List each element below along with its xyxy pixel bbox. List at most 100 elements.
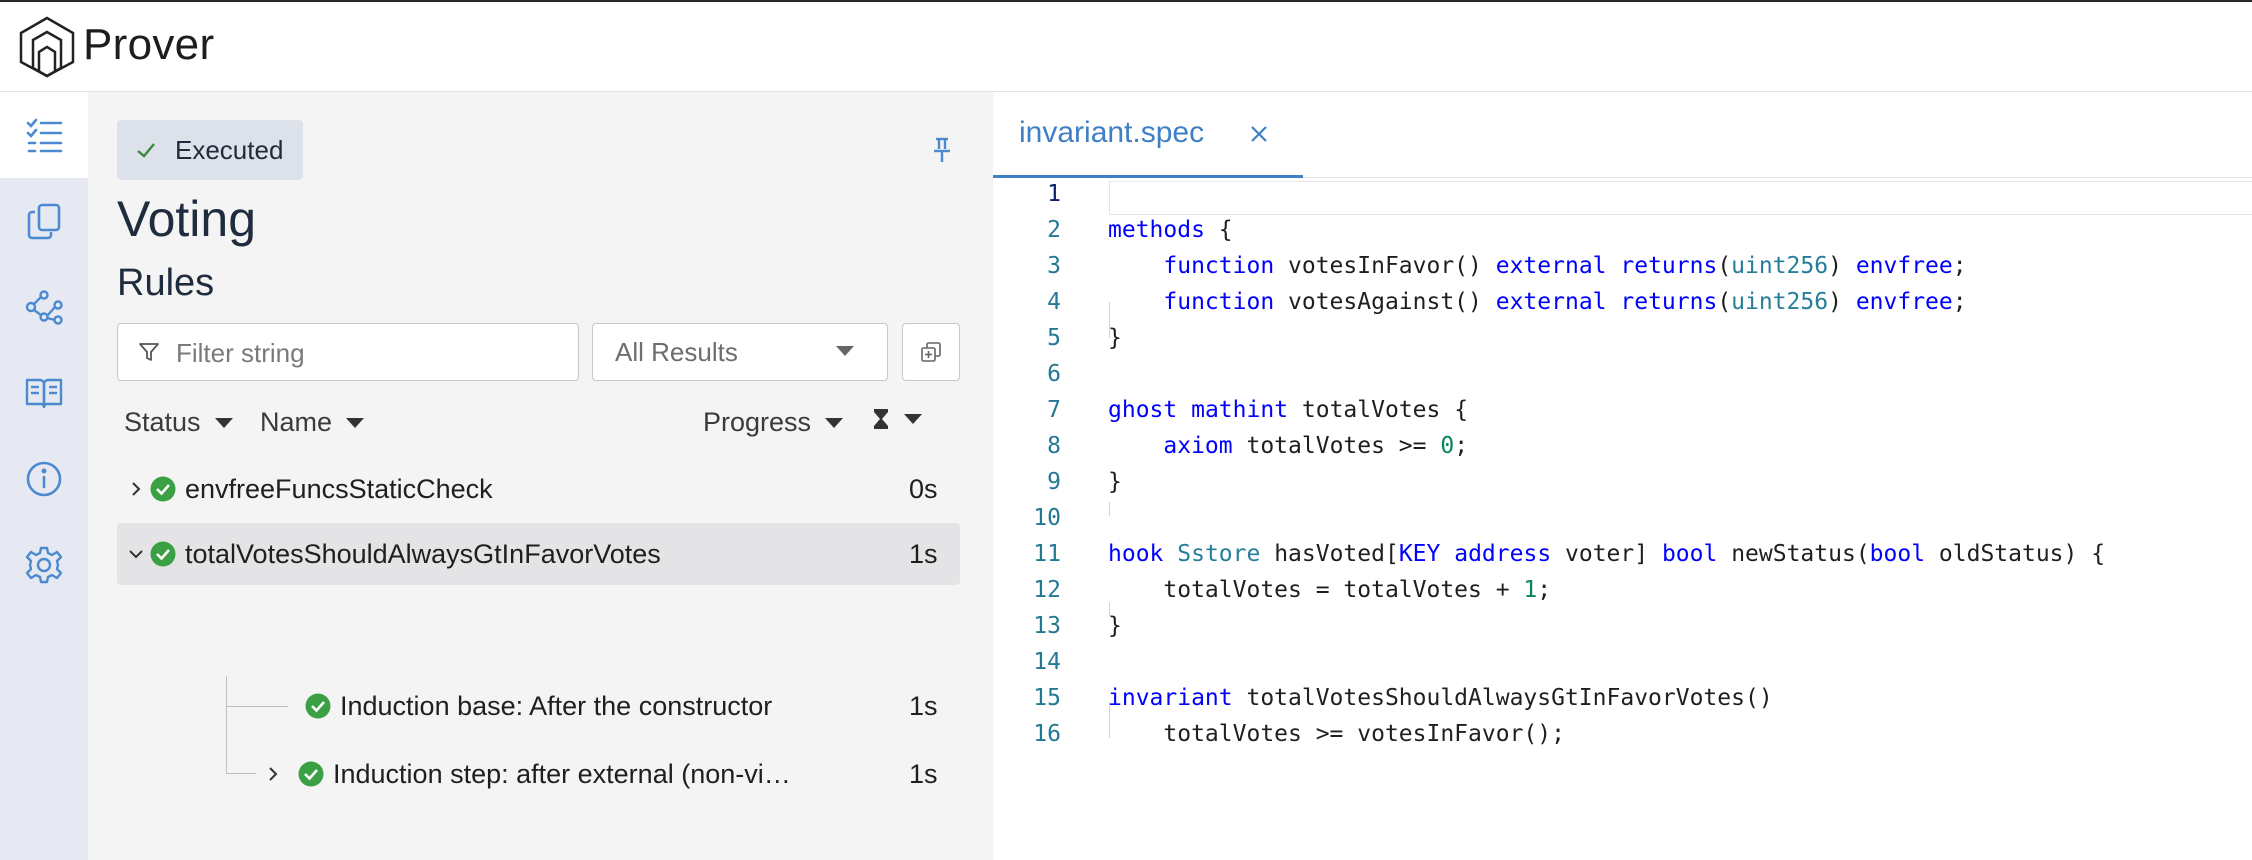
rules-panel: Executed Voting Rules All Results Status… — [88, 92, 993, 860]
page-title: Voting — [117, 191, 257, 247]
subrule-row[interactable]: Induction step: after external (non-vi… … — [117, 743, 960, 805]
info-icon — [26, 461, 62, 497]
window-top-border — [0, 0, 2252, 2]
line-number: 1 — [1047, 181, 1061, 207]
filter-field[interactable] — [117, 323, 579, 381]
rule-row[interactable]: envfreeFuncsStaticCheck 0s — [117, 458, 960, 520]
rule-name: totalVotesShouldAlwaysGtInFavorVotes — [185, 539, 661, 569]
column-progress-label: Progress — [703, 407, 812, 437]
rules-list-icon — [26, 118, 63, 153]
code-line: } — [1108, 469, 1122, 495]
settings-icon — [25, 546, 63, 584]
status-badge-label: Executed — [175, 134, 284, 165]
prover-logo-icon — [19, 16, 75, 78]
line-number: 2 — [1047, 217, 1061, 243]
docs-icon — [25, 378, 63, 409]
line-number: 5 — [1047, 325, 1061, 351]
subrule-time: 1s — [909, 691, 938, 721]
rule-row-selected[interactable]: totalVotesShouldAlwaysGtInFavorVotes 1s — [117, 523, 960, 585]
column-progress-header[interactable]: Progress — [703, 407, 844, 438]
subrule-row[interactable]: Induction base: After the constructor 1s — [117, 675, 960, 737]
rail-files-button[interactable] — [0, 178, 88, 264]
line-number: 11 — [1033, 541, 1061, 567]
status-badge: Executed — [117, 120, 303, 180]
indent-guide — [1109, 502, 1110, 516]
hourglass-icon — [874, 409, 888, 429]
column-time-header[interactable] — [872, 407, 922, 431]
line-number: 4 — [1047, 289, 1061, 315]
code-line: totalVotes = totalVotes + 1; — [1108, 577, 1552, 603]
rail-docs-button[interactable] — [0, 350, 88, 436]
line-number: 10 — [1033, 505, 1061, 531]
code-line: hook Sstore hasVoted[KEY address voter] … — [1108, 541, 2106, 567]
column-name-header[interactable]: Name — [260, 407, 365, 438]
rail-graph-button[interactable] — [0, 264, 88, 350]
subrule-time: 1s — [909, 759, 938, 789]
app-header: Prover — [0, 2, 2252, 92]
line-number: 7 — [1047, 397, 1061, 423]
pin-icon[interactable] — [930, 136, 954, 164]
copy-button[interactable] — [902, 323, 960, 381]
brand-name: Prover — [83, 20, 215, 69]
line-number: 8 — [1047, 433, 1061, 459]
code-line: methods { — [1108, 217, 1233, 243]
code-editor[interactable]: invariant.spec 1 2 3 4 5 6 7 8 9 10 11 1… — [993, 92, 2252, 860]
code-line: function votesAgainst() external returns… — [1163, 289, 1967, 315]
code-line: invariant totalVotesShouldAlwaysGtInFavo… — [1108, 685, 1773, 711]
files-icon — [27, 203, 61, 240]
chevron-right-icon[interactable] — [127, 480, 145, 498]
line-number: 14 — [1033, 649, 1061, 675]
code-line: } — [1108, 325, 1122, 351]
indent-guide — [1109, 602, 1110, 616]
indent-guide — [1109, 302, 1110, 338]
line-number: 3 — [1047, 253, 1061, 279]
results-select[interactable]: All Results — [592, 323, 888, 381]
graph-icon — [25, 290, 63, 325]
line-number: 16 — [1033, 721, 1061, 747]
verified-check-icon — [150, 476, 176, 502]
caret-down-icon — [825, 417, 844, 428]
side-rail — [0, 92, 88, 860]
current-line-highlight — [1109, 181, 2252, 215]
rule-time: 0s — [909, 474, 938, 504]
verified-check-icon — [298, 761, 324, 787]
code-line: ghost mathint totalVotes { — [1108, 397, 1469, 423]
tab-bar-divider — [1303, 177, 2252, 178]
code-line: } — [1108, 613, 1122, 639]
check-icon — [137, 143, 155, 158]
indent-guide — [1109, 702, 1110, 738]
results-select-value: All Results — [615, 337, 738, 367]
chevron-right-icon[interactable] — [264, 765, 282, 783]
line-number: 12 — [1033, 577, 1061, 603]
subrule-name: Induction step: after external (non-vi… — [333, 759, 791, 789]
rail-settings-button[interactable] — [0, 522, 88, 608]
code-line: axiom totalVotes >= 0; — [1163, 433, 1469, 459]
caret-down-icon — [836, 346, 854, 356]
chevron-down-icon[interactable] — [127, 545, 145, 563]
rule-time: 1s — [909, 539, 938, 569]
caret-down-icon — [346, 417, 365, 428]
column-status-header[interactable]: Status — [124, 407, 233, 438]
rail-rules-button[interactable] — [0, 92, 88, 178]
tab-label: invariant.spec — [1019, 116, 1205, 149]
section-title: Rules — [117, 262, 215, 304]
line-number: 6 — [1047, 361, 1061, 387]
tab-invariant-spec[interactable]: invariant.spec — [993, 92, 1303, 178]
verified-check-icon — [150, 541, 176, 567]
line-number: 9 — [1047, 469, 1061, 495]
rail-info-button[interactable] — [0, 436, 88, 522]
verified-check-icon — [305, 693, 331, 719]
column-status-label: Status — [124, 407, 201, 437]
filter-icon — [139, 343, 159, 361]
line-number: 15 — [1033, 685, 1061, 711]
code-line: function votesInFavor() external returns… — [1163, 253, 1967, 279]
code-line: totalVotes >= votesInFavor(); — [1108, 721, 1565, 747]
line-number: 13 — [1033, 613, 1061, 639]
caret-down-icon — [904, 414, 922, 424]
rule-name: envfreeFuncsStaticCheck — [185, 474, 493, 504]
filter-input[interactable] — [174, 334, 568, 372]
subrule-name: Induction base: After the constructor — [340, 691, 773, 721]
tree-connector — [226, 706, 288, 707]
close-icon[interactable] — [1248, 123, 1270, 145]
tree-connector — [226, 676, 227, 774]
